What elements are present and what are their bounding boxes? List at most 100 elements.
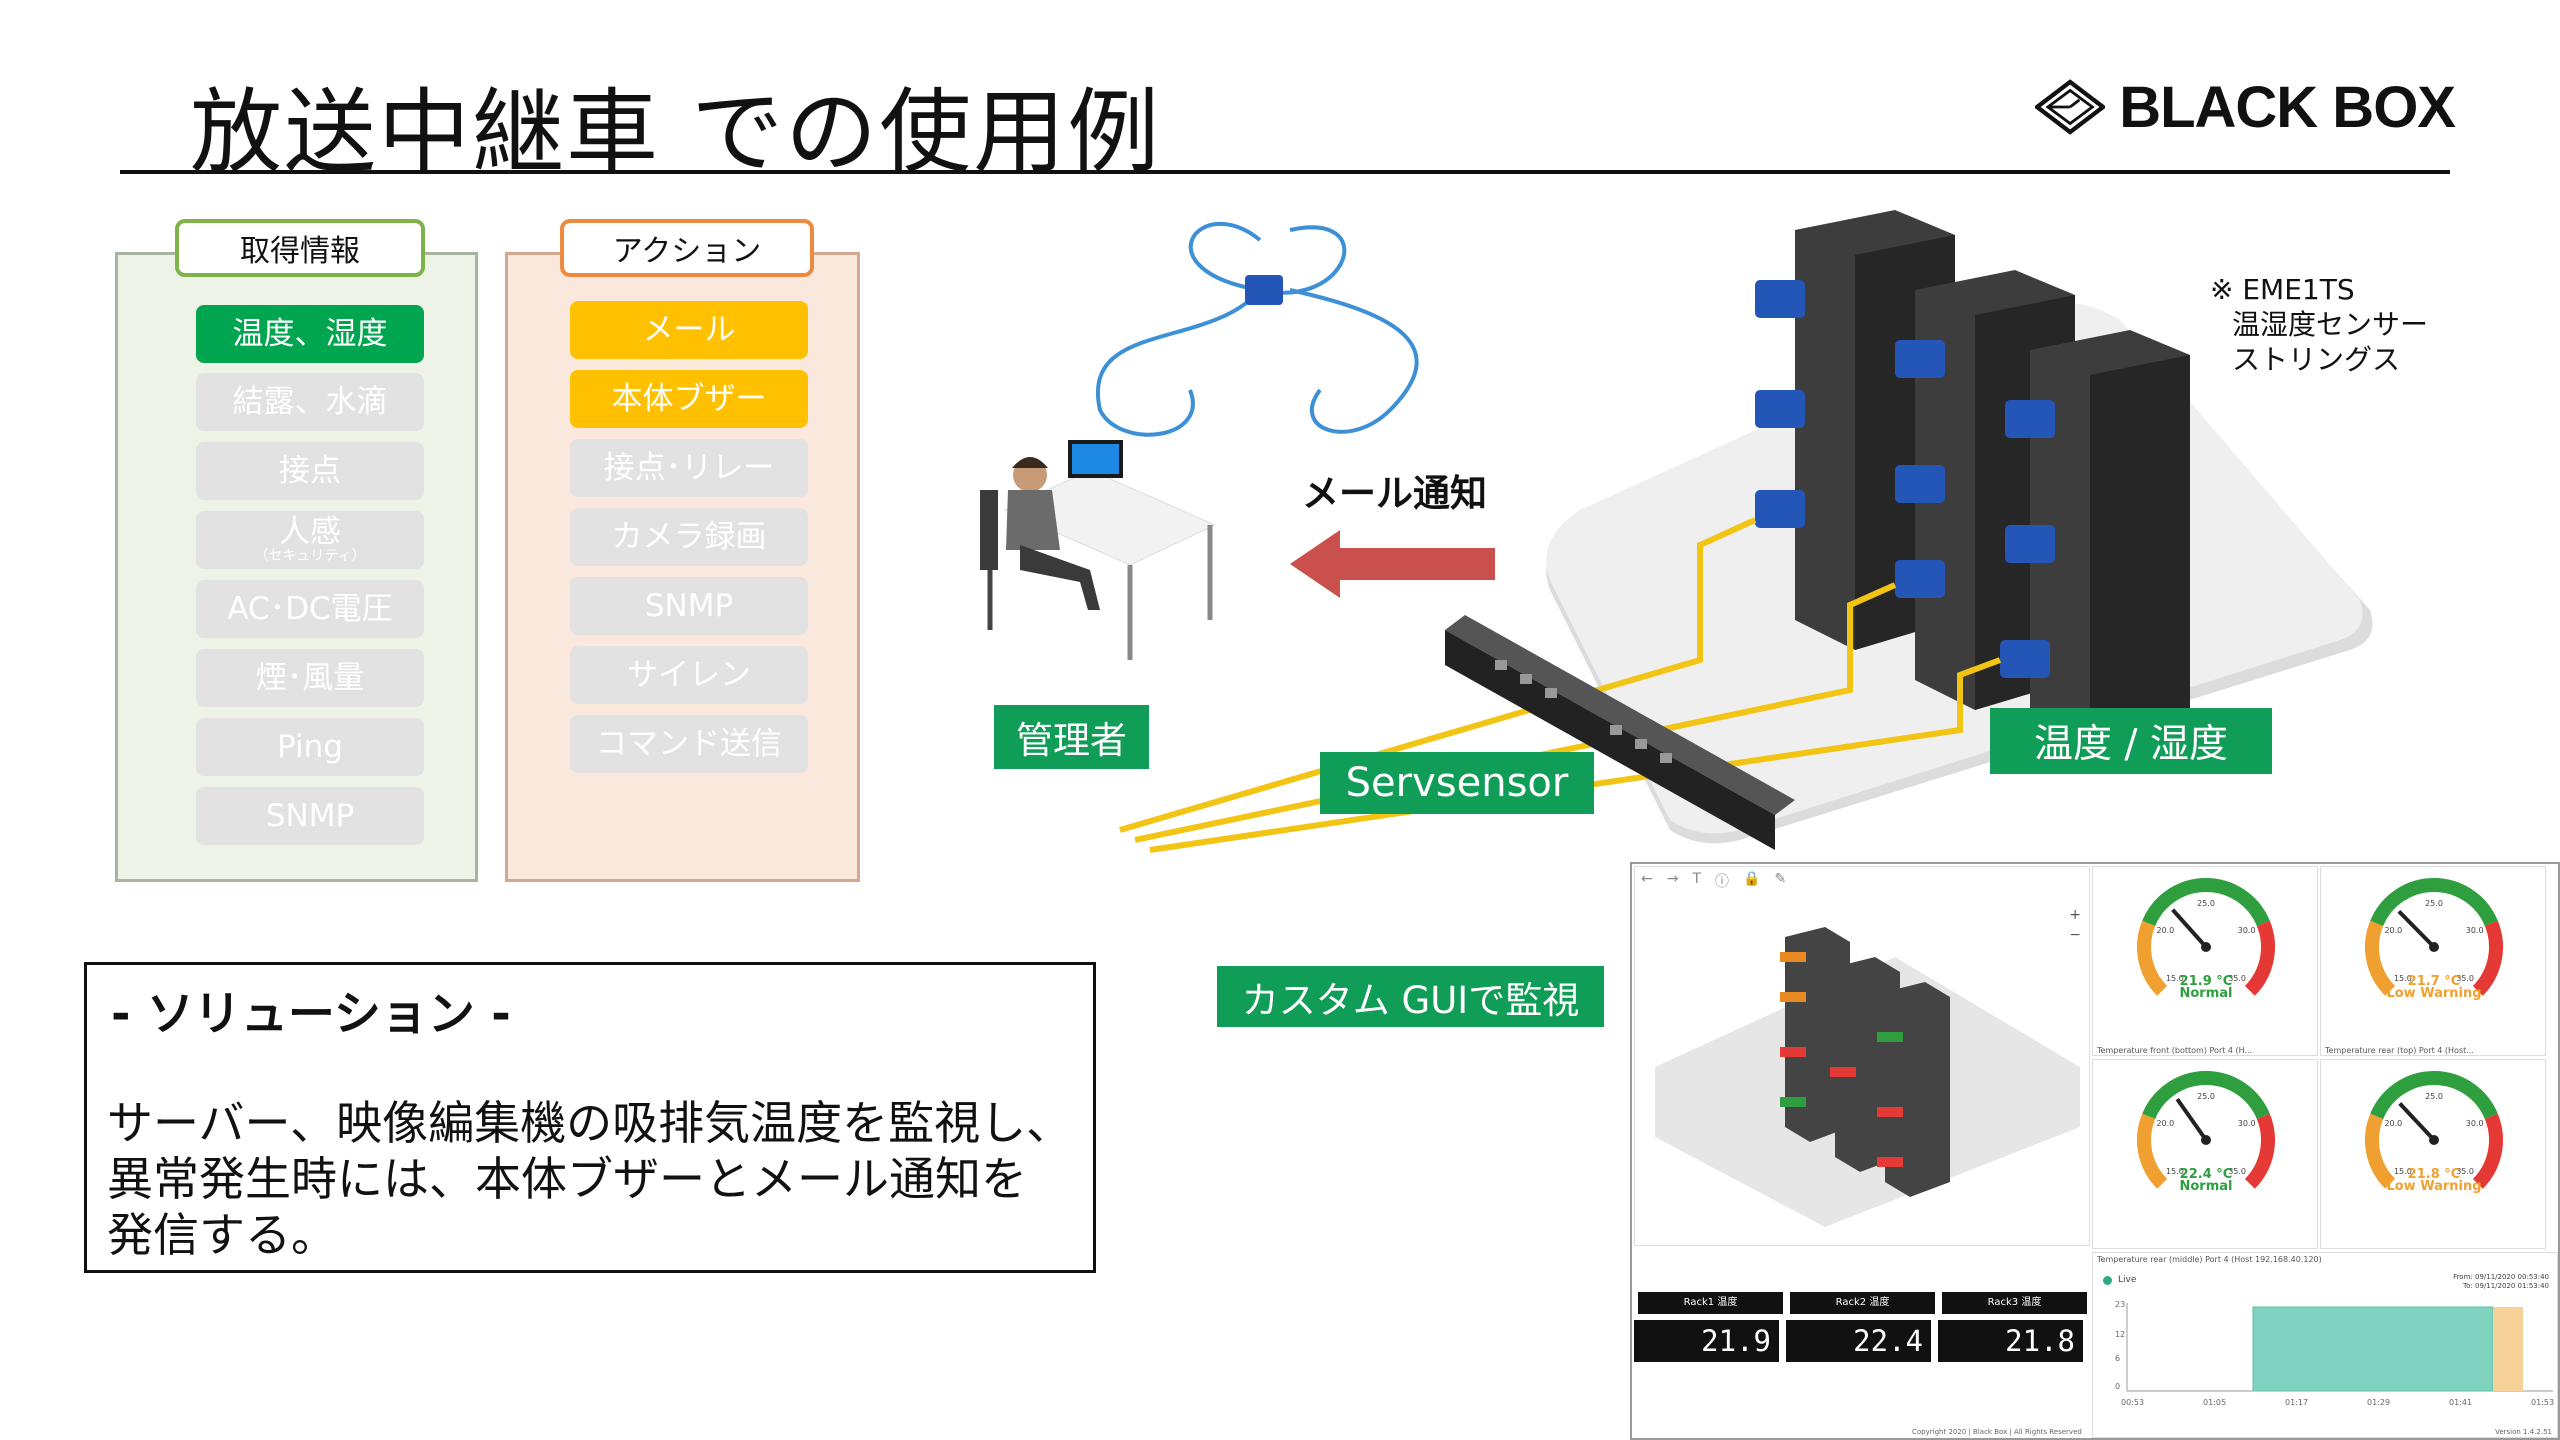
svg-text:30.0: 30.0 bbox=[2238, 1119, 2256, 1128]
svg-text:35.0: 35.0 bbox=[2228, 974, 2246, 983]
forward-icon[interactable]: → bbox=[1666, 871, 1679, 887]
solution-title: - ソリューション - bbox=[111, 987, 511, 1042]
gauge-value: 21.9 °C bbox=[2179, 974, 2233, 989]
action-item-buzzer: 本体ブザー bbox=[570, 370, 808, 428]
action-item-relay: 接点･リレー bbox=[570, 439, 808, 497]
gauge-dial: 15.020.025.030.035.0 bbox=[2137, 1071, 2275, 1189]
svg-text:35.0: 35.0 bbox=[2456, 974, 2474, 983]
acquired-info-heading: 取得情報 bbox=[175, 219, 425, 277]
info-item-temp-humidity: 温度、湿度 bbox=[196, 305, 424, 363]
svg-text:25.0: 25.0 bbox=[2197, 1092, 2215, 1101]
mail-arrow bbox=[1290, 530, 1495, 598]
gauge-value: 22.4 °C bbox=[2179, 1167, 2233, 1182]
gauge-dial: 15.0 20.0 25.0 30.0 35.0 bbox=[2365, 878, 2503, 996]
history-area-warning bbox=[2493, 1307, 2523, 1391]
servsensor-label: Servsensor bbox=[1320, 752, 1594, 814]
rack2-label: Rack2 温度 bbox=[1790, 1292, 1935, 1314]
gui-3d-racks bbox=[1655, 927, 2080, 1227]
x-tick-label: 01:53 bbox=[2531, 1398, 2554, 1407]
text-tool-icon[interactable]: T bbox=[1692, 871, 1702, 887]
gauge-caption: Temperature front (bottom) Port 4 (H... bbox=[2097, 1046, 2253, 1055]
gauge-status: Normal bbox=[2179, 986, 2233, 1001]
server-rack-3 bbox=[2030, 330, 2190, 740]
servsensor-device bbox=[1445, 615, 1795, 850]
svg-text:20.0: 20.0 bbox=[2156, 1119, 2174, 1128]
y-tick-label: 23 bbox=[2115, 1300, 2125, 1309]
page-title: 放送中継車 での使用例 bbox=[190, 79, 1162, 186]
gui-toolbar: ← → T ⓘ 🔒 ✎ bbox=[1641, 871, 1786, 891]
lock-icon[interactable]: 🔒 bbox=[1743, 871, 1761, 887]
gui-footer: Copyright 2020 | Black Box | All Rights … bbox=[1912, 1428, 2082, 1436]
svg-text:20.0: 20.0 bbox=[2384, 1119, 2402, 1128]
svg-text:30.0: 30.0 bbox=[2238, 926, 2256, 935]
solution-line: 異常発生時には、本体ブザーとメール通知を bbox=[107, 1152, 1027, 1206]
sensor-note: ※ EME1TS 温湿度センサー ストリングス bbox=[2210, 273, 2429, 376]
title-underline bbox=[120, 170, 2450, 174]
gauge-status: Normal bbox=[2179, 1179, 2233, 1194]
gauge-needle bbox=[2171, 908, 2208, 949]
temp-humidity-label: 温度 / 湿度 bbox=[1990, 708, 2272, 774]
info-item-condensation: 結露、水滴 bbox=[196, 373, 424, 431]
zoom-out-icon[interactable]: − bbox=[2069, 927, 2081, 943]
back-icon[interactable]: ← bbox=[1641, 871, 1653, 887]
action-item-command: コマンド送信 bbox=[570, 715, 808, 773]
live-indicator: Live bbox=[2103, 1275, 2136, 1285]
zoom-in-icon[interactable]: + bbox=[2069, 907, 2081, 923]
action-panel: アクション メール 本体ブザー 接点･リレー カメラ録画 SNMP サイレン コ… bbox=[505, 219, 860, 882]
info-icon[interactable]: ⓘ bbox=[1715, 874, 1730, 890]
info-item-smoke-airflow: 煙･風量 bbox=[196, 649, 424, 707]
cube-logo-icon bbox=[2035, 79, 2106, 135]
brand-name: BLACK BOX bbox=[2119, 74, 2456, 140]
history-chart-pane: Temperature rear (middle) Port 4 (Host 1… bbox=[2092, 1252, 2558, 1438]
svg-text:15.0: 15.0 bbox=[2394, 1167, 2412, 1176]
gauge-needle bbox=[2397, 909, 2436, 949]
gauge-value: 21.8 °C bbox=[2407, 1167, 2461, 1182]
administrator-figure bbox=[980, 440, 1217, 660]
svg-text:25.0: 25.0 bbox=[2197, 899, 2215, 908]
solution-line: 発信する。 bbox=[107, 1208, 337, 1262]
action-item-siren: サイレン bbox=[570, 646, 808, 704]
history-area-normal bbox=[2252, 1306, 2494, 1392]
edit-icon[interactable]: ✎ bbox=[1774, 871, 1787, 887]
rack3-value: 21.8 bbox=[1938, 1320, 2083, 1362]
blackbox-logo: BLACK BOX bbox=[2035, 62, 2456, 152]
gauge-dial: 15.020.025.030.035.0 bbox=[2365, 1071, 2503, 1189]
action-item-camera: カメラ録画 bbox=[570, 508, 808, 566]
svg-text:15.0: 15.0 bbox=[2394, 974, 2412, 983]
admin-label: 管理者 bbox=[994, 705, 1149, 769]
acquired-info-panel: 取得情報 温度、湿度 結露、水滴 接点 人感（セキュリティ） AC･DC電圧 煙… bbox=[115, 219, 478, 882]
rack1-label: Rack1 温度 bbox=[1638, 1292, 1783, 1314]
x-tick-label: 00:53 bbox=[2121, 1398, 2144, 1407]
svg-text:35.0: 35.0 bbox=[2456, 1167, 2474, 1176]
deployment-illustration bbox=[980, 210, 2373, 853]
svg-text:30.0: 30.0 bbox=[2466, 926, 2484, 935]
info-item-voltage: AC･DC電圧 bbox=[196, 580, 424, 638]
gui-version: Version 1.4.2.51 bbox=[2495, 1428, 2552, 1436]
gauge-dial: 15.020.025.030.035.0 bbox=[2137, 878, 2275, 996]
custom-gui-screenshot: ← → T ⓘ 🔒 ✎ + − bbox=[1630, 862, 2560, 1440]
rack2-value: 22.4 bbox=[1786, 1320, 1931, 1362]
solution-box: - ソリューション - サーバー、映像編集機の吸排気温度を監視し、 異常発生時に… bbox=[84, 962, 1096, 1273]
x-tick-label: 01:17 bbox=[2285, 1398, 2308, 1407]
svg-text:20.0: 20.0 bbox=[2156, 926, 2174, 935]
svg-text:20.0: 20.0 bbox=[2384, 926, 2402, 935]
mail-notification-label: メール通知 bbox=[1302, 472, 1487, 515]
action-heading: アクション bbox=[560, 219, 814, 277]
svg-text:25.0: 25.0 bbox=[2425, 899, 2443, 908]
svg-text:25.0: 25.0 bbox=[2425, 1092, 2443, 1101]
x-tick-label: 01:41 bbox=[2449, 1398, 2472, 1407]
gauge-value: 21.7 °C bbox=[2407, 974, 2461, 989]
live-dot-icon bbox=[2103, 1275, 2112, 1285]
svg-text:15.0: 15.0 bbox=[2166, 1167, 2184, 1176]
info-item-snmp: SNMP bbox=[196, 787, 424, 845]
y-tick-label: 0 bbox=[2115, 1382, 2120, 1391]
gauge-needle bbox=[2398, 1102, 2436, 1142]
info-item-contact: 接点 bbox=[196, 442, 424, 500]
gauge-status: Low Warning bbox=[2386, 1179, 2482, 1194]
y-tick-label: 6 bbox=[2115, 1354, 2120, 1363]
